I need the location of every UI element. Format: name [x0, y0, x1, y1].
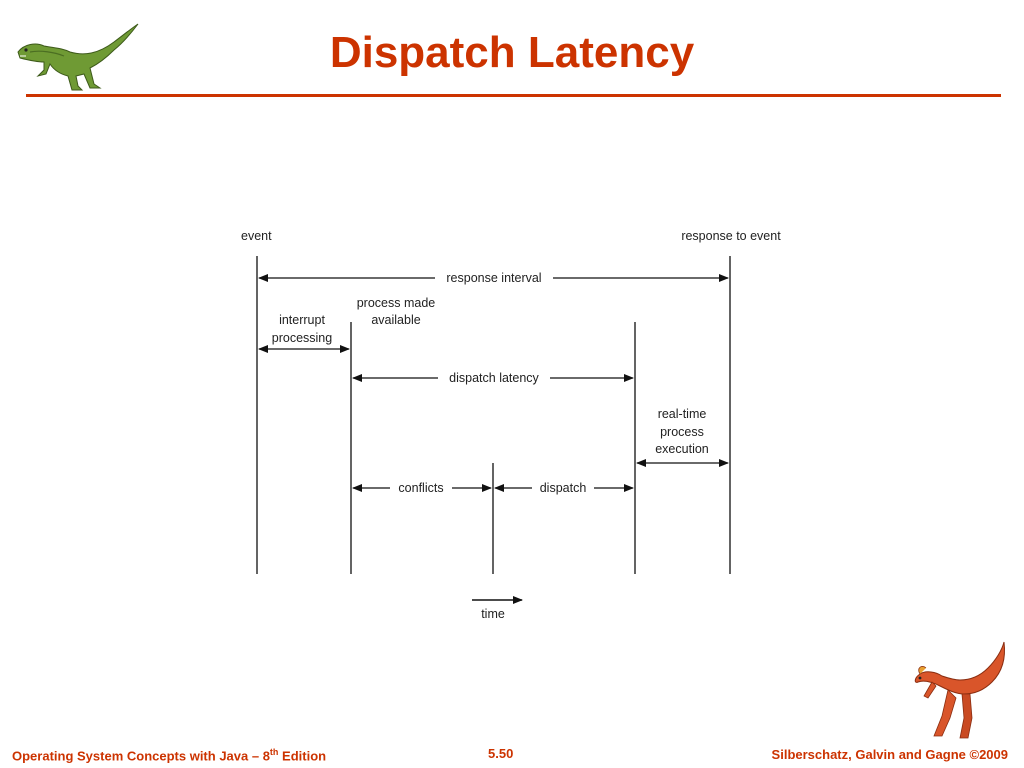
title-rule: [26, 94, 1001, 97]
footer-page-number: 5.50: [488, 746, 514, 761]
dispatch-label: dispatch: [540, 481, 587, 495]
conflicts-label: conflicts: [398, 481, 443, 495]
dispatch-latency-label: dispatch latency: [449, 371, 539, 385]
interrupt-processing-label-1: interrupt: [279, 313, 325, 327]
footer-copyright: Silberschatz, Galvin and Gagne ©2009: [771, 747, 1008, 762]
green-dinosaur-icon: [17, 23, 139, 91]
realtime-execution-label-3: execution: [655, 442, 709, 456]
red-dinosaur-icon: [914, 641, 1005, 739]
footer-book-title-suffix: Edition: [278, 748, 327, 764]
footer-book-title-main: Operating System Concepts with Java – 8: [12, 748, 270, 764]
response-to-event-label: response to event: [681, 229, 781, 243]
realtime-execution-label-2: process: [660, 425, 704, 439]
response-interval-label: response interval: [446, 271, 541, 285]
footer-book-title: Operating System Concepts with Java – 8t…: [12, 747, 326, 763]
event-label: event: [241, 229, 272, 243]
realtime-execution-label-1: real-time: [658, 407, 707, 421]
process-made-available-label-1: process made: [357, 296, 436, 310]
interrupt-processing-label-2: processing: [272, 331, 332, 345]
time-label: time: [481, 607, 505, 621]
footer-book-title-sup: th: [269, 747, 279, 757]
process-made-available-label-2: available: [371, 313, 420, 327]
slide-title: Dispatch Latency: [329, 28, 695, 77]
